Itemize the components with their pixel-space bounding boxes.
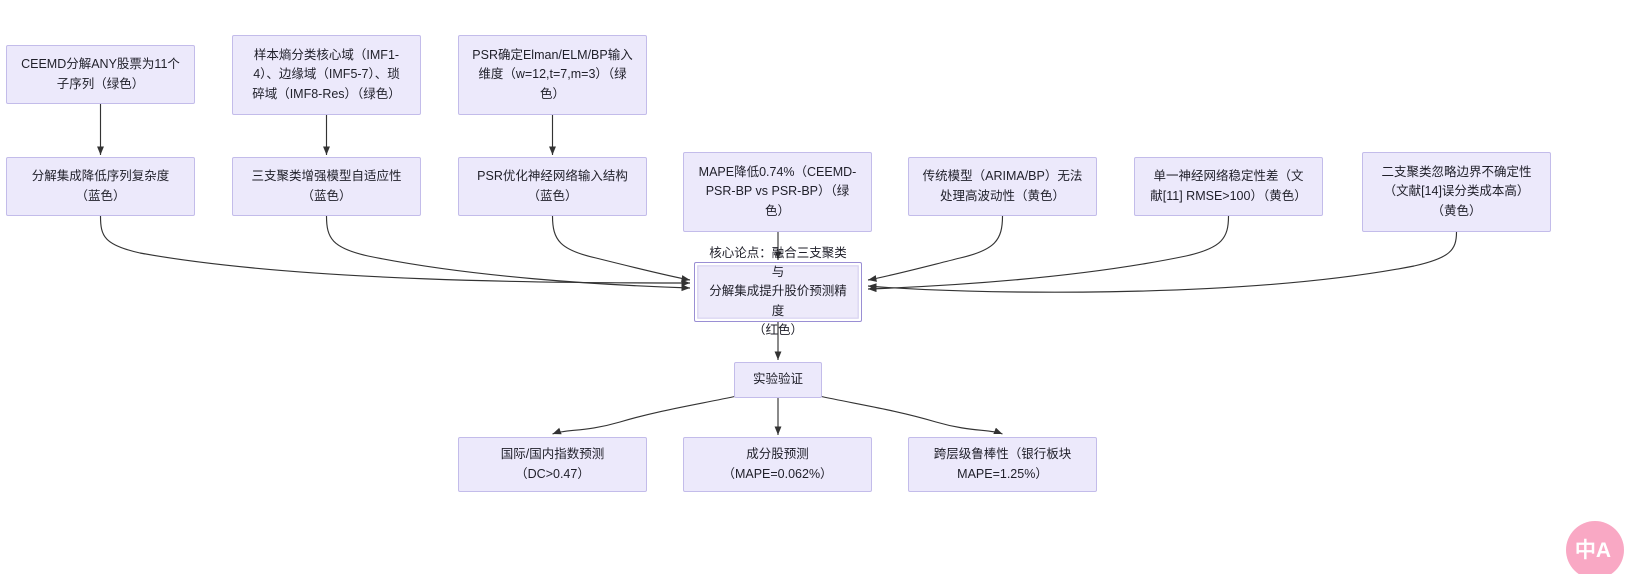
node-label: PSR确定Elman/ELM/BP输入 维度（w=12,t=7,m=3）（绿 色… [472,47,633,101]
edge-decomp-to-core [99,215,691,287]
watermark-badge: 中A [1566,521,1624,574]
node-label: 二支聚类忽略边界不确定性 （文献[14]误分类成本高） （黄色） [1381,164,1532,218]
edge-threeway-to-core [325,215,691,292]
node-label: 传统模型（ARIMA/BP）无法 处理高波动性（黄色） [922,169,1083,203]
edge-psropt-to-core [551,215,691,282]
node-label: MAPE降低0.74%（CEEMD- PSR-BP vs PSR-BP）（绿 色… [698,164,857,218]
node-decomposition-complexity[interactable]: 分解集成降低序列复杂度 （蓝色） [6,157,195,216]
node-mape-reduction[interactable]: MAPE降低0.74%（CEEMD- PSR-BP vs PSR-BP）（绿 色… [683,152,872,232]
node-two-way-cluster-boundary[interactable]: 二支聚类忽略边界不确定性 （文献[14]误分类成本高） （黄色） [1362,152,1551,232]
node-sample-entropy-classification[interactable]: 样本熵分类核心域（IMF1- 4）、边缘域（IMF5-7）、琐 碎域（IMF8-… [232,35,421,115]
node-label: 样本熵分类核心域（IMF1- 4）、边缘域（IMF5-7）、琐 碎域（IMF8-… [252,47,401,101]
node-three-way-adaptivity[interactable]: 三支聚类增强模型自适应性 （蓝色） [232,157,421,216]
node-label: 成分股预测 （MAPE=0.062%） [722,447,833,481]
node-label: 分解集成降低序列复杂度 （蓝色） [31,169,170,203]
edge-experiment-to-index [552,395,738,435]
edge-singlenn-to-core [867,215,1230,293]
node-label: PSR优化神经网络输入结构 （蓝色） [477,169,628,203]
node-psr-optimize-structure[interactable]: PSR优化神经网络输入结构 （蓝色） [458,157,647,216]
node-single-neural-network-instability[interactable]: 单一神经网络稳定性差（文 献[11] RMSE>100）（黄色） [1134,157,1323,216]
watermark-text: 中A [1574,539,1612,562]
node-index-forecast[interactable]: 国际/国内指数预测 （DC>0.47） [458,437,647,492]
node-experiment-validation[interactable]: 实验验证 [734,362,822,398]
node-constituent-stock-forecast[interactable]: 成分股预测 （MAPE=0.062%） [683,437,872,492]
node-label: 单一神经网络稳定性差（文 献[11] RMSE>100）（黄色） [1150,169,1307,203]
node-cross-layer-robustness[interactable]: 跨层级鲁棒性（银行板块 MAPE=1.25%） [908,437,1097,492]
node-label: CEEMD分解ANY股票为11个 子序列（绿色） [21,57,180,91]
node-label: 国际/国内指数预测 （DC>0.47） [500,447,605,481]
edge-traditional-to-core [867,215,1004,282]
node-label: 实验验证 [752,372,803,387]
node-label: 三支聚类增强模型自适应性 （蓝色） [251,169,402,203]
node-ceemd-decomposition[interactable]: CEEMD分解ANY股票为11个 子序列（绿色） [6,45,195,104]
node-label: 核心论点：融合三支聚类与 分解集成提升股价预测精度 （红色） [709,245,847,338]
node-core-claim[interactable]: 核心论点：融合三支聚类与 分解集成提升股价预测精度 （红色） [694,246,862,337]
edge-twoway-to-core [867,231,1458,293]
edge-experiment-to-robust [818,395,1003,435]
node-psr-input-dimension[interactable]: PSR确定Elman/ELM/BP输入 维度（w=12,t=7,m=3）（绿 色… [458,35,647,115]
node-label: 跨层级鲁棒性（银行板块 MAPE=1.25%） [933,447,1072,481]
node-traditional-model-limitation[interactable]: 传统模型（ARIMA/BP）无法 处理高波动性（黄色） [908,157,1097,216]
